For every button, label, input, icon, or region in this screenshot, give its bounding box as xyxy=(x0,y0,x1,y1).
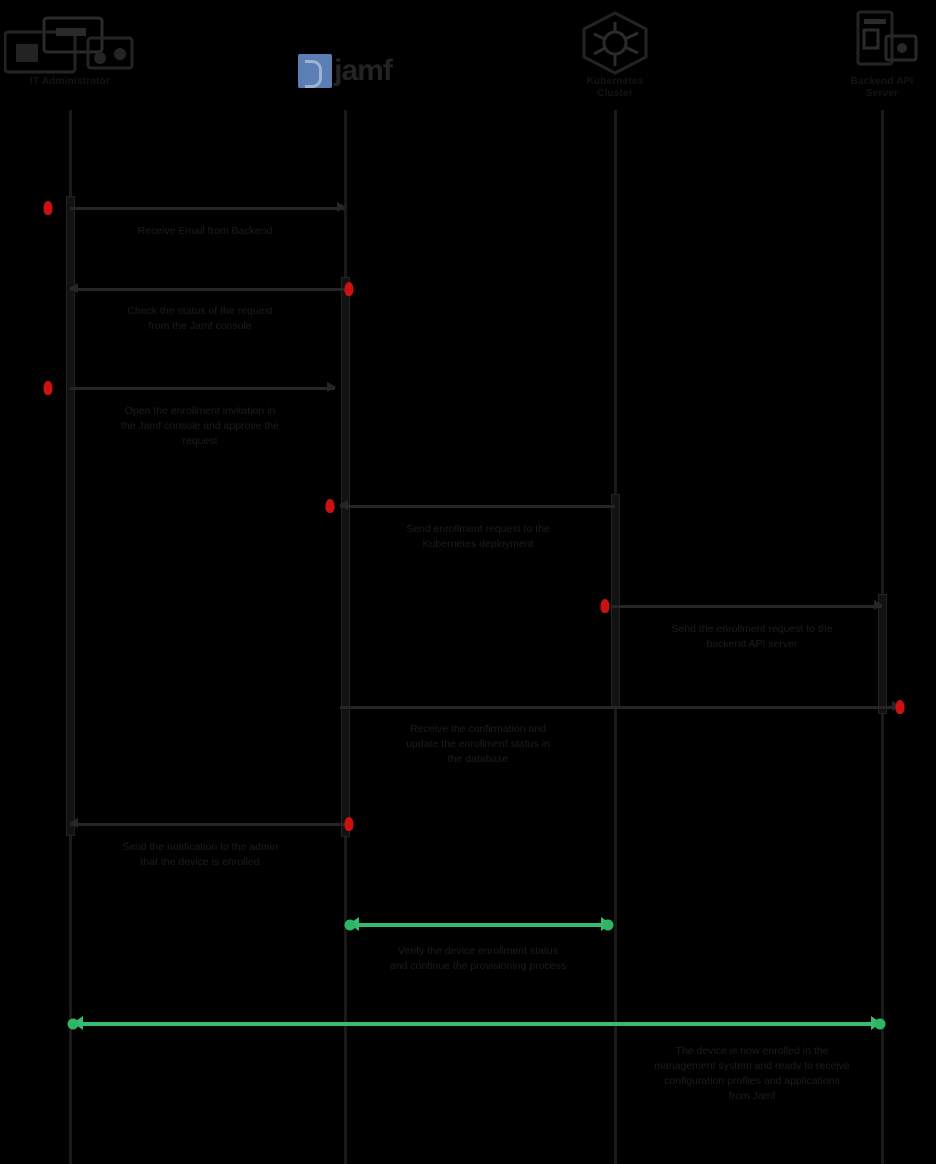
jamf-logo: jamf xyxy=(245,48,445,94)
jamf-mark-icon xyxy=(298,54,333,88)
message-arrow xyxy=(339,500,615,510)
message-caption: Send the notification to the admin that … xyxy=(122,841,278,868)
participant-admin: IT Administrator xyxy=(0,4,170,88)
message-arrow xyxy=(340,701,901,711)
participant-label: Kubernetes Cluster xyxy=(586,76,644,99)
message-endpoint-marker xyxy=(344,282,354,296)
message-arrow xyxy=(70,202,346,212)
participant-label: jamf xyxy=(334,54,393,87)
activation-admin xyxy=(66,196,75,836)
message-arrow xyxy=(70,382,336,392)
message-endpoint-marker xyxy=(602,919,614,931)
message-caption: Receive Email from Backend xyxy=(137,225,273,237)
message-endpoint-marker xyxy=(43,201,53,215)
message-arrow xyxy=(69,818,345,828)
kubernetes-icon xyxy=(515,4,715,76)
message-endpoint-marker xyxy=(874,1018,886,1030)
message-endpoint-marker xyxy=(895,700,905,714)
activation-jamf xyxy=(341,277,350,837)
message-caption: Open the enrollment invitation in the Ja… xyxy=(120,405,280,447)
message-caption: Check the status of the request from the… xyxy=(127,305,273,332)
message-arrow xyxy=(612,600,883,610)
participant-jamf: jamf xyxy=(245,48,445,94)
message-arrow-green xyxy=(349,917,611,931)
message-endpoint-marker xyxy=(344,919,356,931)
message-endpoint-marker xyxy=(344,817,354,831)
message-caption: Verify the device enrollment status and … xyxy=(389,945,567,972)
message-endpoint-marker xyxy=(43,381,53,395)
message-endpoint-marker xyxy=(325,499,335,513)
message-arrow-green xyxy=(73,1016,881,1030)
message-caption: The device is now enrolled in the manage… xyxy=(654,1045,850,1102)
participant-backend: Backend API Server xyxy=(782,4,936,100)
message-arrow xyxy=(69,283,345,293)
activation-backend xyxy=(878,594,887,714)
message-caption: Send enrollment request to the Kubernete… xyxy=(406,523,550,550)
message-endpoint-marker xyxy=(67,1018,79,1030)
participant-label: Backend API Server xyxy=(850,76,914,99)
message-caption: Receive the confirmation and update the … xyxy=(406,723,550,765)
server-database-icon xyxy=(782,4,936,76)
computer-monitor-icon xyxy=(0,4,170,76)
activation-cluster xyxy=(611,494,620,709)
participant-label: IT Administrator xyxy=(29,76,111,87)
participant-cluster: Kubernetes Cluster xyxy=(515,4,715,100)
message-caption: Send the enrollment request to the backe… xyxy=(671,623,833,650)
message-endpoint-marker xyxy=(600,599,610,613)
